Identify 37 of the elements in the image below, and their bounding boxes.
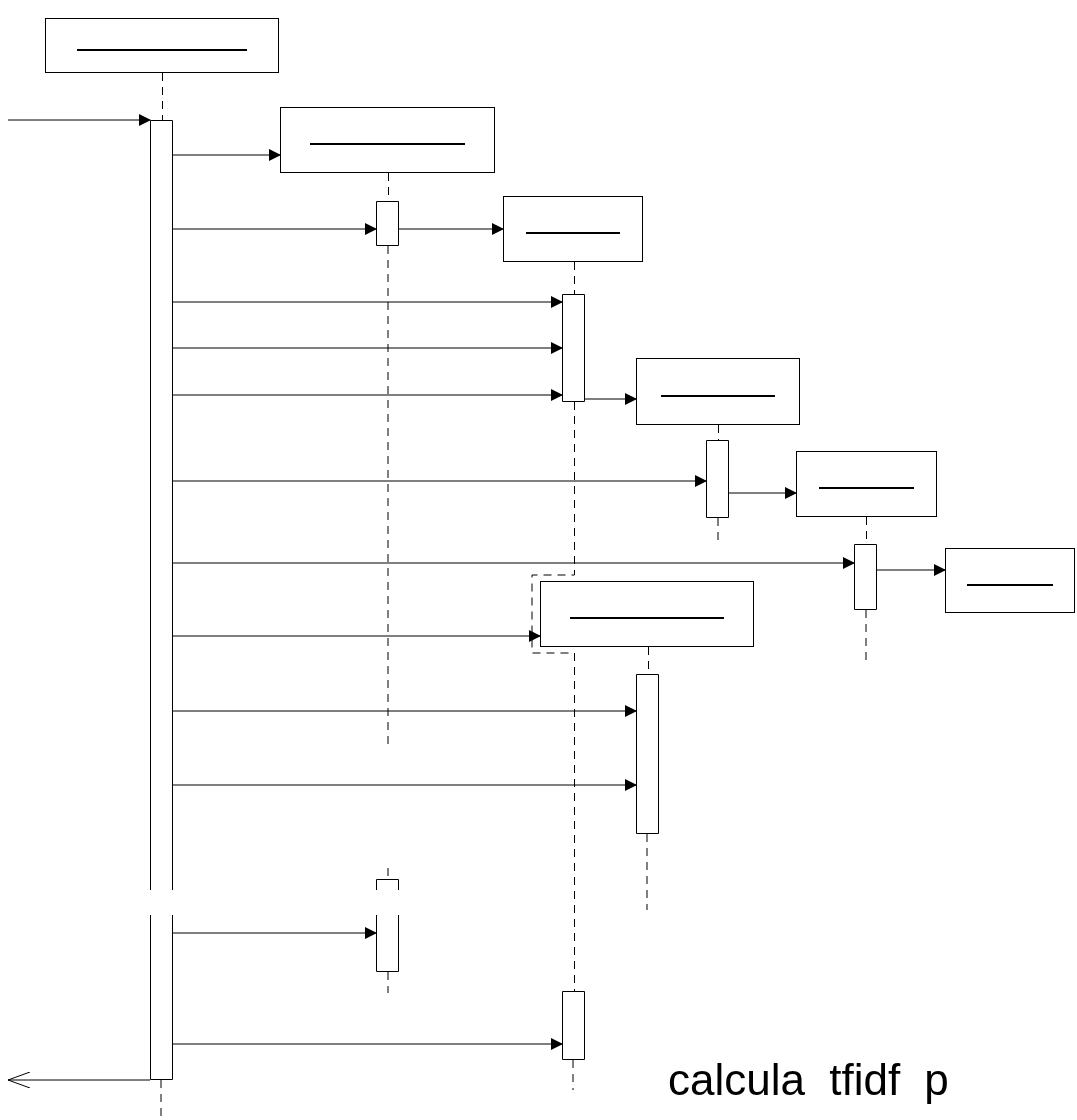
activation-bar: [854, 544, 877, 610]
lifeline: [531, 401, 575, 992]
activation-bar: [706, 440, 729, 518]
message-arrow: [728, 487, 797, 499]
message-arrow: [172, 557, 855, 569]
object-box: [280, 107, 495, 173]
message-arrow: [398, 223, 504, 235]
message-arrow: [172, 1038, 563, 1050]
lifeline: [162, 72, 163, 121]
lifeline: [574, 261, 575, 295]
message-arrow: [7, 114, 151, 126]
message-arrow: [7, 1071, 151, 1089]
message-arrow: [172, 149, 281, 161]
message-arrow: [876, 564, 946, 576]
object-box: [45, 18, 279, 73]
activation-bar: [562, 991, 585, 1060]
activation-bar: [376, 201, 399, 246]
message-arrow: [172, 475, 707, 487]
message-arrow: [584, 393, 637, 405]
activation-bar: [636, 674, 659, 834]
object-box: [503, 196, 643, 262]
object-box: [945, 548, 1075, 613]
activation-bar: [376, 879, 399, 972]
message-arrow: [172, 223, 377, 235]
object-box: [636, 358, 800, 425]
message-arrow: [172, 389, 563, 401]
message-arrow: [172, 296, 563, 308]
activation-bar: [150, 120, 173, 1080]
message-arrow: [172, 630, 541, 642]
message-arrow: [172, 705, 637, 717]
activation-bar: [562, 294, 585, 402]
message-arrow: [172, 779, 637, 791]
note-text: calcula tfidf p: [668, 1058, 949, 1102]
message-arrow: [172, 342, 563, 354]
object-box: [796, 451, 937, 517]
message-arrow: [172, 927, 377, 939]
object-box: [540, 581, 754, 647]
